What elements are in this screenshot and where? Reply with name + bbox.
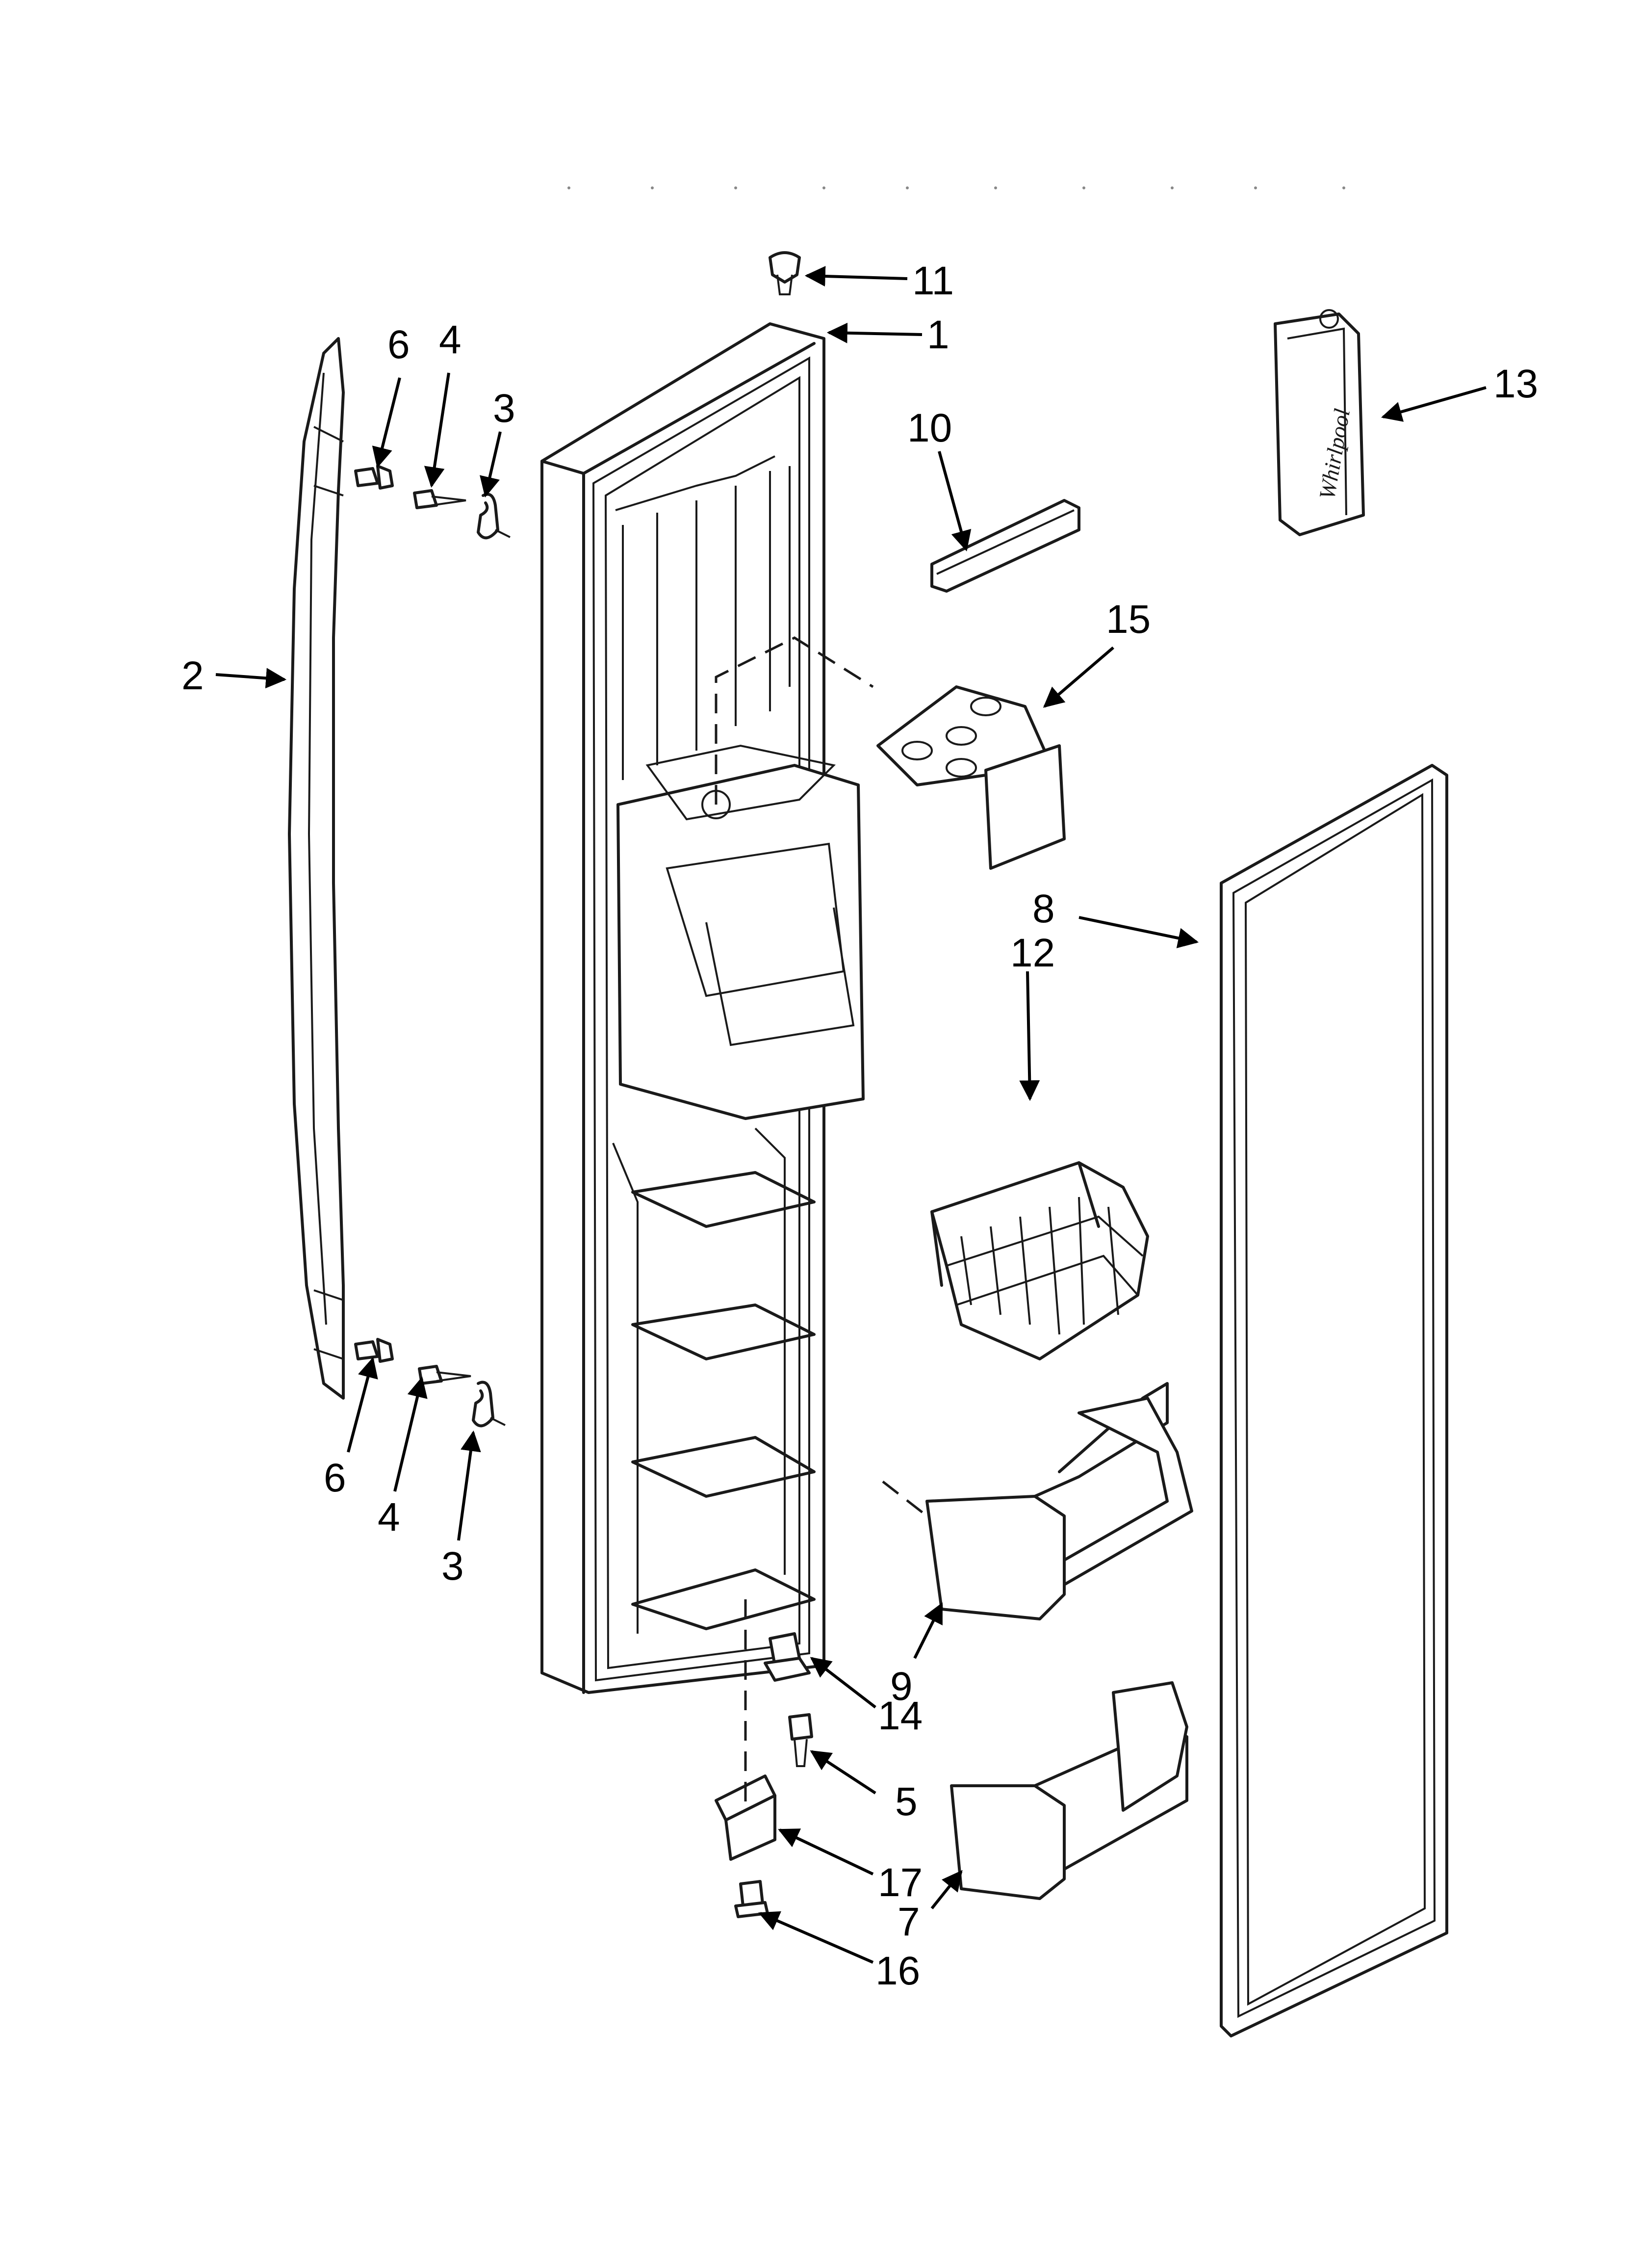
callout-10: 10: [907, 406, 952, 450]
callout-3-top: 3: [493, 386, 515, 431]
trim-strip-10: [930, 499, 1080, 593]
callout-16: 16: [875, 1949, 920, 1993]
clip-3-bottom: [472, 1381, 506, 1428]
callout-12: 12: [1010, 931, 1055, 975]
callout-2: 2: [181, 653, 204, 698]
callout-6-bottom: 6: [324, 1456, 346, 1500]
water-filter-13: Whirlpool: [1274, 309, 1365, 536]
callout-14: 14: [878, 1694, 923, 1738]
callout-8: 8: [1032, 886, 1055, 931]
door-bin-7: [950, 1681, 1188, 1900]
callout-3-bottom: 3: [441, 1544, 464, 1589]
screw-4-top: [413, 489, 466, 509]
callout-15: 15: [1106, 597, 1151, 642]
scan-artifact-dots: [567, 186, 1345, 189]
door-gasket-8: [1220, 764, 1448, 2037]
callout-6-top: 6: [387, 322, 410, 367]
callout-9: 9: [890, 1664, 913, 1709]
callout-17: 17: [878, 1860, 923, 1905]
callout-4-top: 4: [439, 317, 462, 362]
callout-labels: 11 1 10 13 6 4 3 2 15 8 12 6 4 3 9 14 5 …: [181, 259, 1538, 1993]
hinge-pin-14: [764, 1632, 811, 1682]
callout-11: 11: [912, 259, 954, 303]
callout-5: 5: [895, 1779, 918, 1824]
callout-4-bottom: 4: [378, 1495, 400, 1539]
door-bin-9: [925, 1382, 1193, 1620]
screw-6-top: [354, 465, 394, 490]
assembly-lines: [715, 636, 928, 1810]
callout-7: 7: [898, 1900, 920, 1944]
plug-11: [769, 251, 801, 295]
clip-3-top: [477, 493, 511, 540]
screw-16: [734, 1880, 769, 1918]
bracket-15: [876, 685, 1066, 870]
screw-4-bottom: [418, 1365, 471, 1385]
door-handle: [288, 337, 345, 1400]
leader-arrows: [215, 266, 1487, 1964]
callout-1: 1: [927, 313, 949, 357]
freezer-door: [540, 322, 865, 1694]
screw-6-bottom: [354, 1338, 394, 1363]
wire-basket-12: [930, 1161, 1149, 1360]
screw-5: [788, 1713, 813, 1767]
callout-13: 13: [1493, 362, 1538, 406]
